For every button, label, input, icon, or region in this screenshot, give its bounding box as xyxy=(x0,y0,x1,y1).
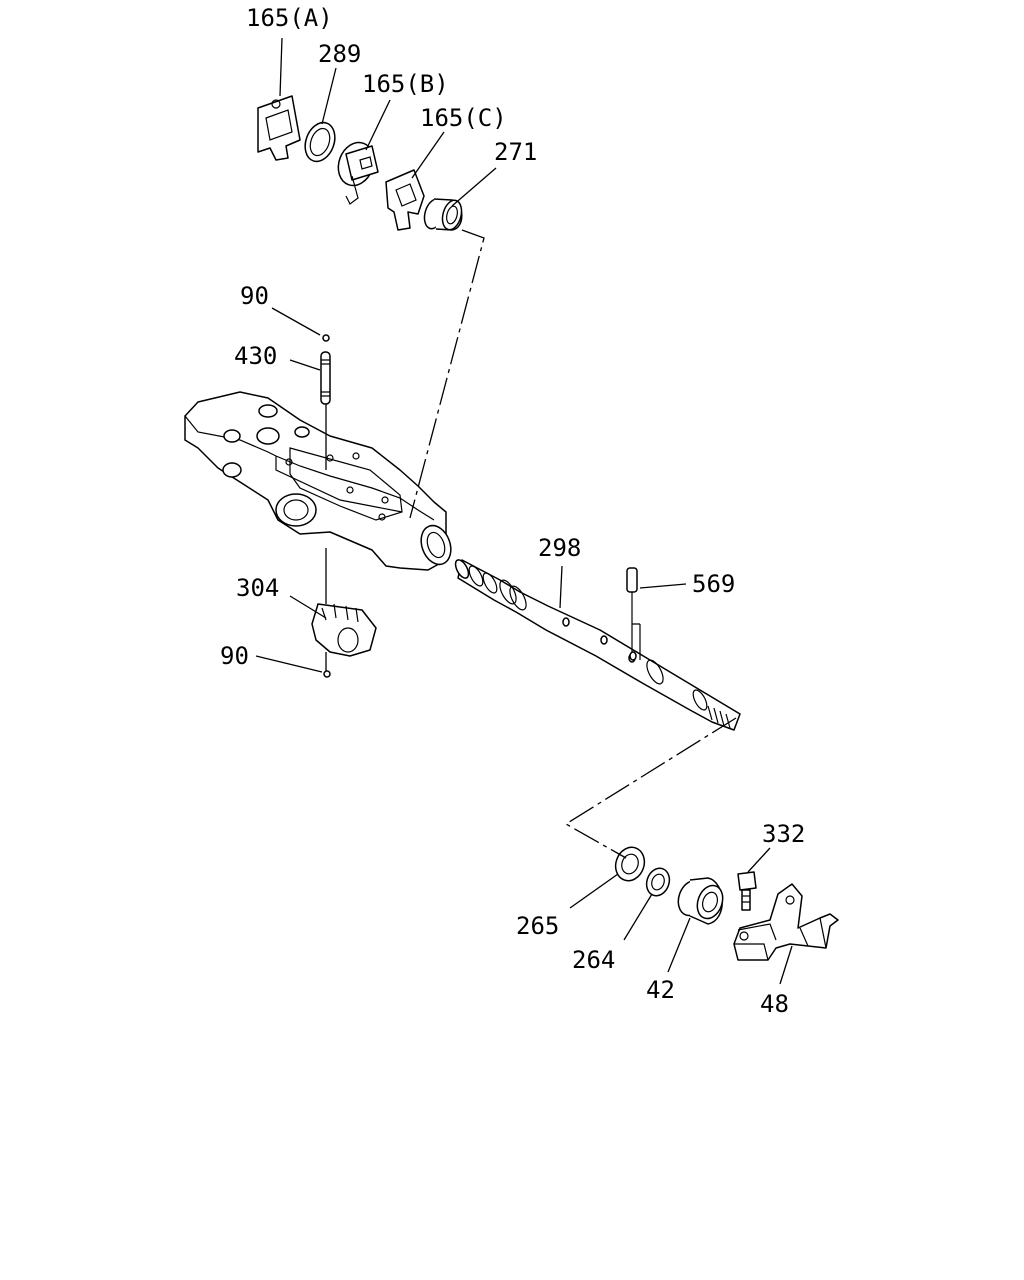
part-90-ball-bottom xyxy=(323,670,331,678)
part-430-pin xyxy=(320,351,331,405)
part-90-ball-top xyxy=(322,334,330,342)
label-48: 48 xyxy=(760,990,789,1018)
label-304: 304 xyxy=(236,574,279,602)
label-332: 332 xyxy=(762,820,805,848)
label-264: 264 xyxy=(572,946,615,974)
part-569-pin xyxy=(626,567,641,661)
part-298-shaft xyxy=(454,559,741,731)
label-42: 42 xyxy=(646,976,675,1004)
part-housing xyxy=(184,391,452,571)
label-165a: 165(A) xyxy=(246,4,333,32)
label-165b: 165(B) xyxy=(362,70,449,98)
label-90-bottom: 90 xyxy=(220,642,249,670)
assembly-line-lower xyxy=(564,717,737,859)
part-271-bushing xyxy=(423,198,463,231)
label-165c: 165(C) xyxy=(420,104,507,132)
label-430: 430 xyxy=(234,342,277,370)
part-48-bracket xyxy=(733,883,839,961)
label-298: 298 xyxy=(538,534,581,562)
label-569: 569 xyxy=(692,570,735,598)
label-271: 271 xyxy=(494,138,537,166)
part-165a-plate xyxy=(257,95,301,161)
part-332-bolt xyxy=(737,871,757,911)
leader-lines xyxy=(255,37,793,985)
part-165c-plate xyxy=(385,169,425,231)
part-264-seal xyxy=(645,867,671,897)
part-165b-cam xyxy=(337,141,379,205)
label-90-top: 90 xyxy=(240,282,269,310)
part-289-ring xyxy=(304,121,336,163)
assembly-line-upper xyxy=(409,229,485,519)
part-304-sleeve xyxy=(311,603,377,657)
label-265: 265 xyxy=(516,912,559,940)
label-289: 289 xyxy=(318,40,361,68)
part-42-bushing xyxy=(677,877,724,925)
part-265-washer xyxy=(614,846,646,882)
